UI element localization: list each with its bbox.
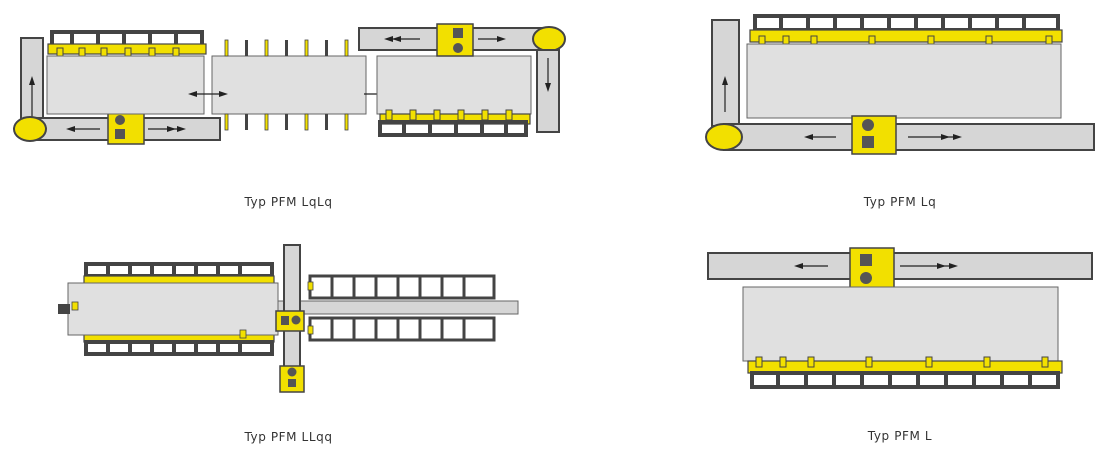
caption-lq: Typ PFM Lq [863, 195, 937, 209]
caption-lqlq: Typ PFM LqLq [244, 195, 333, 209]
caption-l: Typ PFM L [867, 429, 933, 443]
caption-llqq: Typ PFM LLqq [244, 430, 333, 444]
